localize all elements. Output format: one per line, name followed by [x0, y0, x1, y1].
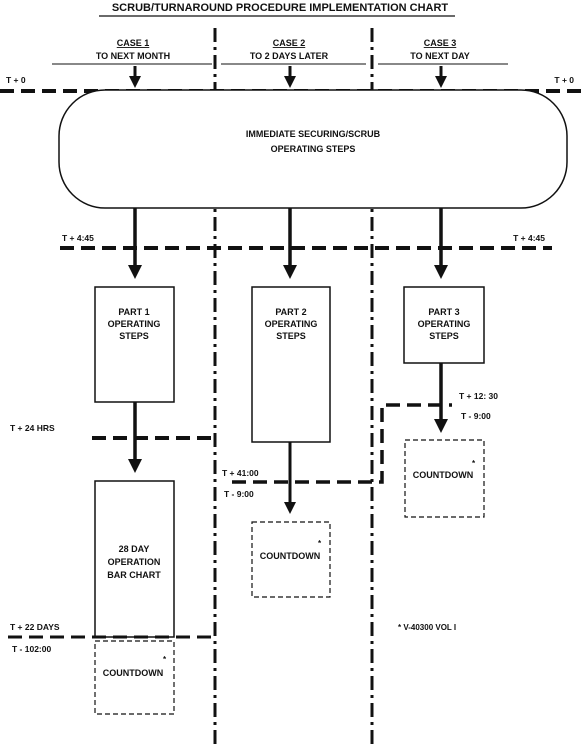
countdown-label-case-2: COUNTDOWN: [260, 551, 321, 561]
countdown-box-case-3: [404, 439, 485, 518]
tminus102-label: T - 102:00: [12, 644, 51, 654]
part-3-line-2: OPERATING: [418, 319, 471, 329]
t22days-label: T + 22 DAYS: [10, 622, 60, 632]
tminus900-case-2-label: T - 9:00: [224, 489, 254, 499]
part-1-line-3: STEPS: [119, 331, 149, 341]
chart-title: SCRUB/TURNAROUND PROCEDURE IMPLEMENTATIO…: [112, 2, 449, 14]
case-3-label: CASE 3: [424, 38, 457, 48]
t4100-dashed-line: [232, 403, 452, 484]
countdown-label-case-3: COUNTDOWN: [413, 470, 474, 480]
countdown-asterisk-case-3: *: [472, 459, 476, 468]
immediate-steps-box: [58, 89, 568, 209]
case-1-sub: TO NEXT MONTH: [96, 51, 170, 61]
t0-right-label: T + 0: [554, 75, 574, 85]
bar-chart-line-2: OPERATION: [108, 557, 161, 567]
part-3-line-3: STEPS: [429, 331, 459, 341]
t445-right-label: T + 4:45: [513, 233, 545, 243]
bar-chart-line-3: BAR CHART: [107, 570, 161, 580]
countdown-box-case-1: [94, 640, 175, 715]
case-2-sub: TO 2 DAYS LATER: [250, 51, 329, 61]
countdown-box-case-2: [251, 521, 331, 598]
footnote: * V-40300 VOL I: [398, 623, 456, 632]
part-3-line-1: PART 3: [428, 307, 459, 317]
t0-left-label: T + 0: [6, 75, 26, 85]
case-3-sub: TO NEXT DAY: [410, 51, 470, 61]
t24-label: T + 24 HRS: [10, 423, 55, 433]
t1230-label: T + 12: 30: [459, 391, 498, 401]
countdown-label-case-1: COUNTDOWN: [103, 668, 164, 678]
part-3-box: [403, 286, 485, 364]
immediate-steps-line-2: OPERATING STEPS: [271, 144, 356, 154]
part-2-line-3: STEPS: [276, 331, 306, 341]
case-2-label: CASE 2: [273, 38, 306, 48]
bar-chart-box: [94, 480, 175, 638]
countdown-asterisk-case-2: *: [318, 539, 322, 548]
part-2-line-2: OPERATING: [265, 319, 318, 329]
bar-chart-line-1: 28 DAY: [119, 544, 150, 554]
part-1-line-2: OPERATING: [108, 319, 161, 329]
part-1-box: [94, 286, 175, 403]
countdown-asterisk-case-1: *: [163, 655, 167, 664]
tminus900-case-3-label: T - 9:00: [461, 411, 491, 421]
t445-left-label: T + 4:45: [62, 233, 94, 243]
part-1-line-1: PART 1: [118, 307, 149, 317]
t4100-label: T + 41:00: [222, 468, 259, 478]
immediate-steps-line-1: IMMEDIATE SECURING/SCRUB: [246, 129, 381, 139]
part-2-line-1: PART 2: [275, 307, 306, 317]
case-1-label: CASE 1: [117, 38, 150, 48]
